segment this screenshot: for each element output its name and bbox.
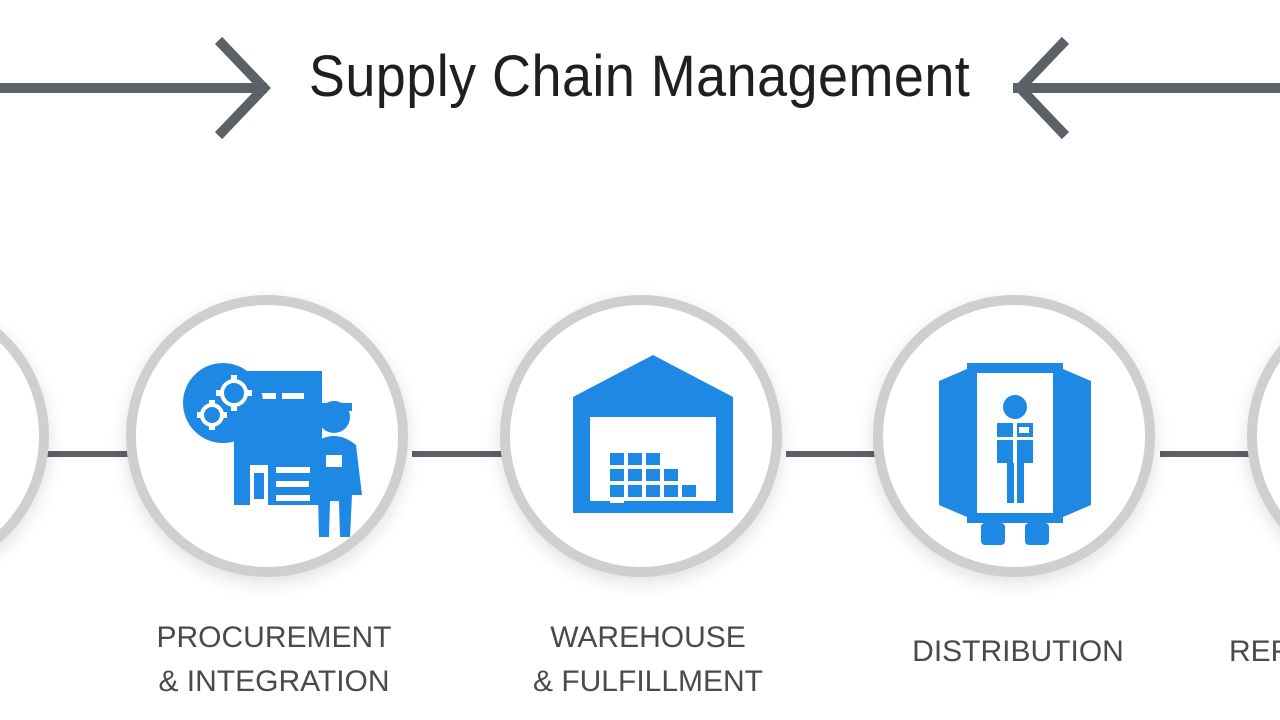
connector-line: [1160, 451, 1260, 457]
connector-line: [786, 451, 886, 457]
step-circle-partial-right: [1247, 295, 1280, 577]
step-label-line: WAREHOUSE: [550, 621, 746, 654]
step-circle-distribution: [873, 295, 1155, 577]
procurement-icon: [183, 363, 362, 537]
step-circle-partial-left: [0, 295, 49, 577]
step-circle-warehouse: [500, 295, 782, 577]
step-circle-procurement: [126, 295, 408, 577]
distribution-truck-icon: [939, 363, 1091, 545]
step-label-line: DISTRIBUTION: [912, 635, 1124, 668]
header-arrows: [0, 36, 1280, 140]
step-label-line: REF: [1229, 635, 1280, 668]
step-label-distribution: DISTRIBUTION: [873, 630, 1163, 674]
connector-line: [412, 451, 512, 457]
step-label-procurement: PROCUREMENT & INTEGRATION: [126, 616, 422, 704]
page-title: Supply Chain Management: [309, 44, 971, 109]
right-arrow-icon: [1013, 36, 1280, 140]
step-label-partial-right: REF: [1229, 630, 1280, 674]
left-arrow-icon: [0, 36, 271, 140]
connector-line: [40, 451, 140, 457]
step-label-line: PROCUREMENT: [156, 621, 392, 654]
warehouse-icon: [573, 355, 733, 513]
step-label-line: & INTEGRATION: [158, 665, 390, 698]
step-label-line: & FULFILLMENT: [532, 665, 764, 698]
step-label-warehouse: WAREHOUSE & FULFILLMENT: [500, 616, 796, 704]
